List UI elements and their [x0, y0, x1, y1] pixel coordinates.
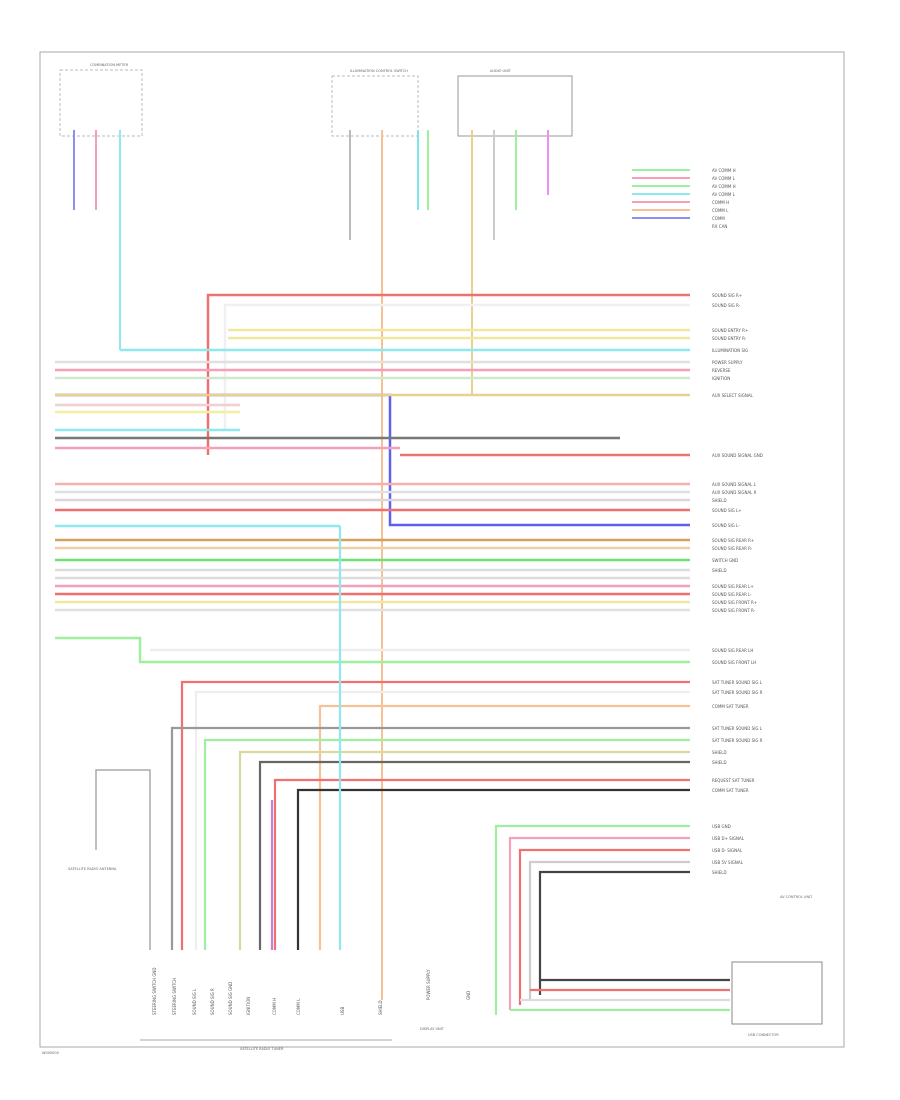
svg-text:REQUEST SAT TUNER: REQUEST SAT TUNER [712, 778, 755, 783]
svg-text:SHIELD: SHIELD [712, 870, 727, 875]
svg-text:COMM: COMM [712, 216, 725, 221]
svg-text:STEERING SWITCH GND: STEERING SWITCH GND [152, 968, 157, 1016]
svg-text:COMM SAT TUNER: COMM SAT TUNER [712, 704, 749, 709]
svg-text:SHIELD: SHIELD [712, 750, 727, 755]
svg-text:COMM H: COMM H [712, 200, 729, 205]
svg-text:STEERING SWITCH: STEERING SWITCH [172, 978, 177, 1015]
svg-text:SHIELD: SHIELD [712, 760, 727, 765]
svg-text:COMM L: COMM L [712, 208, 729, 213]
svg-text:USB GND: USB GND [712, 824, 731, 829]
svg-text:SOUND SIG REAR LH: SOUND SIG REAR LH [712, 648, 753, 653]
svg-text:AV COMM L: AV COMM L [712, 192, 736, 197]
svg-text:SOUND SIG R-: SOUND SIG R- [712, 303, 741, 308]
svg-text:SOUND SIG L+: SOUND SIG L+ [712, 508, 742, 513]
svg-text:SOUND SIG L-: SOUND SIG L- [712, 523, 740, 528]
svg-text:SHIELD: SHIELD [378, 1000, 383, 1015]
svg-text:SOUND SIG R+: SOUND SIG R+ [712, 293, 742, 298]
svg-text:SOUND SIG REAR R+: SOUND SIG REAR R+ [712, 538, 754, 543]
svg-text:SOUND SIG FRONT LH: SOUND SIG FRONT LH [712, 660, 756, 665]
harness-wires [55, 293, 690, 664]
svg-text:AUX SOUND SIGNAL L: AUX SOUND SIGNAL L [712, 482, 757, 487]
svg-text:SWITCH GND: SWITCH GND [712, 558, 738, 563]
svg-text:POWER SUPPLY: POWER SUPPLY [426, 969, 431, 1000]
lower-wires [170, 526, 690, 950]
svg-text:SOUND SIG FRONT R-: SOUND SIG FRONT R- [712, 608, 756, 613]
svg-text:REVERSE: REVERSE [712, 368, 731, 373]
svg-text:SATELLITE RADIO TUNER: SATELLITE RADIO TUNER [240, 1047, 284, 1051]
switch-block: ILLUMINATION CONTROL SWITCH [331, 69, 419, 137]
svg-text:SOUND SIG REAR L+: SOUND SIG REAR L+ [712, 584, 754, 589]
av-control-unit-label: AV CONTROL UNIT [780, 895, 813, 899]
svg-text:AUX SELECT SIGNAL: AUX SELECT SIGNAL [712, 393, 754, 398]
svg-text:GND: GND [466, 991, 471, 1000]
svg-text:SAT TUNER SOUND SIG L: SAT TUNER SOUND SIG L [712, 726, 763, 731]
antenna-block: SATELLITE RADIO ANTENNA [68, 769, 151, 950]
svg-text:SOUND SIG R: SOUND SIG R [210, 988, 215, 1015]
svg-text:RX CAN: RX CAN [712, 224, 727, 229]
right-connector-top [632, 169, 690, 219]
svg-text:SOUND SIG REAR R-: SOUND SIG REAR R- [712, 546, 753, 551]
svg-text:SOUND SIG L: SOUND SIG L [192, 988, 197, 1015]
top-wires [73, 130, 549, 1000]
combination-meter-block: COMBINATION METER [59, 63, 143, 137]
svg-text:COMM SAT TUNER: COMM SAT TUNER [712, 788, 749, 793]
svg-text:COMM H: COMM H [272, 998, 277, 1015]
svg-text:AUDIO UNIT: AUDIO UNIT [490, 69, 512, 73]
svg-text:AUX SOUND SIGNAL GND: AUX SOUND SIGNAL GND [712, 453, 763, 458]
svg-text:COMBINATION METER: COMBINATION METER [90, 63, 129, 67]
svg-text:SOUND ENTRY R+: SOUND ENTRY R+ [712, 328, 748, 333]
audio-unit-block: AUDIO UNIT [457, 69, 573, 137]
diagram-code: W000000 [42, 1051, 59, 1055]
svg-text:AV COMM H: AV COMM H [712, 184, 736, 189]
svg-text:SAT TUNER SOUND SIG L: SAT TUNER SOUND SIG L [712, 680, 763, 685]
svg-text:IGNITION: IGNITION [712, 376, 730, 381]
svg-text:SHIELD: SHIELD [712, 568, 727, 573]
bottom-labels: STEERING SWITCH GND STEERING SWITCH SOUN… [140, 968, 471, 1051]
svg-text:COMM L: COMM L [296, 998, 301, 1015]
svg-text:SATELLITE RADIO ANTENNA: SATELLITE RADIO ANTENNA [68, 867, 117, 871]
svg-text:ILLUMINATION CONTROL SWITCH: ILLUMINATION CONTROL SWITCH [350, 69, 408, 73]
svg-text:SOUND ENTRY R-: SOUND ENTRY R- [712, 336, 747, 341]
svg-text:USB D+ SIGNAL: USB D+ SIGNAL [712, 836, 745, 841]
svg-text:USB CONNECTOR: USB CONNECTOR [748, 1033, 779, 1037]
svg-text:AV COMM L: AV COMM L [712, 176, 736, 181]
svg-text:SOUND SIG REAR L-: SOUND SIG REAR L- [712, 592, 752, 597]
svg-text:POWER SUPPLY: POWER SUPPLY [712, 360, 743, 365]
svg-text:DISPLAY UNIT: DISPLAY UNIT [420, 1027, 445, 1031]
diagram-frame [39, 51, 845, 1048]
svg-text:IGNITION: IGNITION [246, 997, 251, 1015]
svg-text:SHIELD: SHIELD [712, 498, 727, 503]
svg-text:USB 5V SIGNAL: USB 5V SIGNAL [712, 860, 744, 865]
svg-text:ILLUMINATION SIG: ILLUMINATION SIG [712, 348, 748, 353]
svg-text:USB: USB [340, 1007, 345, 1015]
svg-text:SOUND SIG FRONT R+: SOUND SIG FRONT R+ [712, 600, 757, 605]
usb-connector-block: USB CONNECTOR [731, 961, 823, 1037]
svg-text:SAT TUNER SOUND SIG R: SAT TUNER SOUND SIG R [712, 738, 763, 743]
svg-text:AUX SOUND SIGNAL R: AUX SOUND SIGNAL R [712, 490, 757, 495]
svg-text:SAT TUNER SOUND SIG R: SAT TUNER SOUND SIG R [712, 690, 763, 695]
usb-wires [494, 824, 730, 1015]
svg-text:USB D- SIGNAL: USB D- SIGNAL [712, 848, 743, 853]
right-labels: AV COMM H AV COMM L AV COMM H AV COMM L … [712, 168, 763, 875]
svg-text:AV COMM H: AV COMM H [712, 168, 736, 173]
svg-text:SOUND SIG GND: SOUND SIG GND [228, 982, 233, 1015]
